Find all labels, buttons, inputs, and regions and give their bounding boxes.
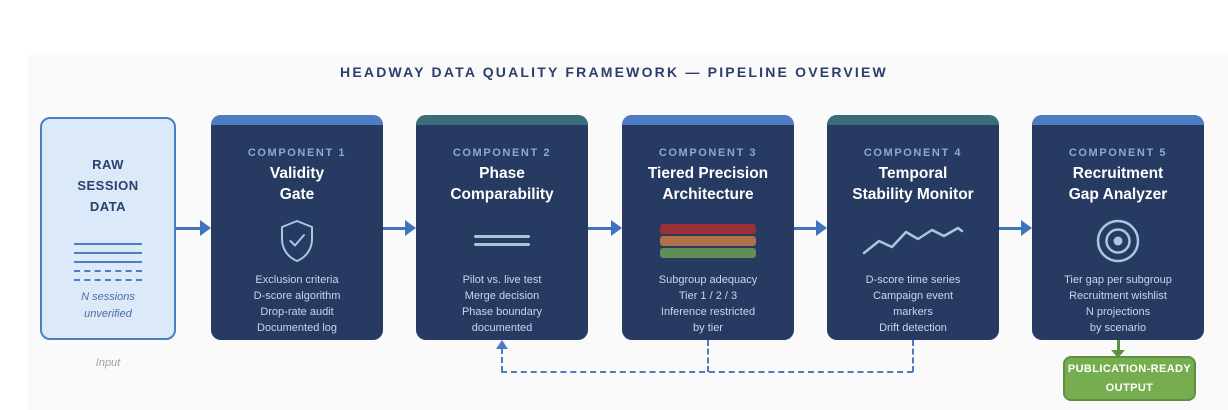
component-label: COMPONENT 2 (452, 147, 552, 159)
component-label: COMPONENT 5 (1068, 147, 1168, 159)
feedback-arrow-head (496, 340, 508, 349)
feedback-drop-component-3 (707, 340, 709, 372)
component-items: Exclusion criteria D-score algorithm Dro… (253, 273, 341, 334)
accent-strip (1032, 115, 1204, 125)
component-title: Recruitment Gap Analyzer (1068, 165, 1168, 203)
arrow-shaft (176, 226, 201, 230)
dashed-line (74, 278, 142, 281)
flow-arrow (794, 220, 827, 236)
component-items: Tier gap per subgroup Recruitment wishli… (1064, 273, 1172, 334)
tier-bar-orange (660, 235, 756, 246)
arrow-head (1021, 220, 1032, 236)
publication-ready-output-box: PUBLICATION-READY OUTPUT (1063, 356, 1196, 401)
component-3-box: COMPONENT 3 Tiered Precision Architectur… (622, 115, 794, 340)
component-items: Pilot vs. live test Merge decision Phase… (461, 273, 543, 334)
output-box-label: PUBLICATION-READY OUTPUT (1067, 363, 1192, 394)
component-title: Phase Comparability (450, 165, 554, 203)
tier-bars-icon (660, 213, 756, 269)
arrow-head (816, 220, 827, 236)
arrow-shaft (999, 226, 1022, 230)
arrow-head (200, 220, 211, 236)
flow-arrow (176, 220, 211, 236)
raw-session-data-box: RAW SESSION DATA N sessions unverified (40, 117, 176, 340)
accent-strip (416, 115, 588, 125)
component-title: Temporal Stability Monitor (852, 165, 974, 203)
component-4-box: COMPONENT 4 Temporal Stability Monitor D… (827, 115, 999, 340)
arrow-shaft (794, 226, 817, 230)
data-lines-icon (74, 239, 142, 284)
equals-line (474, 235, 530, 239)
arrow-head (405, 220, 416, 236)
feedback-horizontal-line (501, 371, 913, 373)
flow-arrow (383, 220, 416, 236)
equals-lines-icon (474, 213, 530, 269)
accent-strip (622, 115, 794, 125)
component-1-box: COMPONENT 1 Validity Gate Exclusion crit… (211, 115, 383, 340)
zigzag-line-icon (861, 213, 965, 269)
flow-arrow (588, 220, 622, 236)
input-caption: Input (95, 357, 121, 369)
component-label: COMPONENT 3 (658, 147, 758, 159)
output-connector-arrow (1111, 350, 1125, 358)
arrow-shaft (383, 226, 406, 230)
input-box-note: N sessions unverified (81, 291, 135, 320)
output-connector-line (1117, 340, 1120, 352)
solid-line (74, 251, 142, 254)
component-title: Validity Gate (269, 165, 325, 203)
equals-line (474, 243, 530, 247)
accent-strip (827, 115, 999, 125)
solid-line (74, 260, 142, 263)
component-label: COMPONENT 1 (247, 147, 347, 159)
component-items: Subgroup adequacy Tier 1 / 2 / 3 Inferen… (658, 273, 758, 334)
flow-arrow (999, 220, 1032, 236)
solid-line (74, 242, 142, 245)
component-title: Tiered Precision Architecture (647, 165, 769, 203)
component-5-box: COMPONENT 5 Recruitment Gap Analyzer Tie… (1032, 115, 1204, 340)
arrow-shaft (588, 226, 612, 230)
dashed-line (74, 269, 142, 272)
accent-strip (211, 115, 383, 125)
arrow-head (611, 220, 622, 236)
shield-check-icon (277, 213, 317, 269)
component-label: COMPONENT 4 (863, 147, 963, 159)
feedback-drop-component-4 (912, 340, 914, 372)
feedback-rise-component-2 (501, 348, 503, 372)
diagram-title: HEADWAY DATA QUALITY FRAMEWORK — PIPELIN… (340, 64, 888, 80)
bullseye-icon (1094, 213, 1142, 269)
component-2-box: COMPONENT 2 Phase Comparability Pilot vs… (416, 115, 588, 340)
component-items: D-score time series Campaign event marke… (865, 273, 961, 334)
tier-bar-red (660, 223, 756, 234)
tier-bar-green (660, 247, 756, 258)
input-box-title: RAW SESSION DATA (77, 157, 139, 214)
